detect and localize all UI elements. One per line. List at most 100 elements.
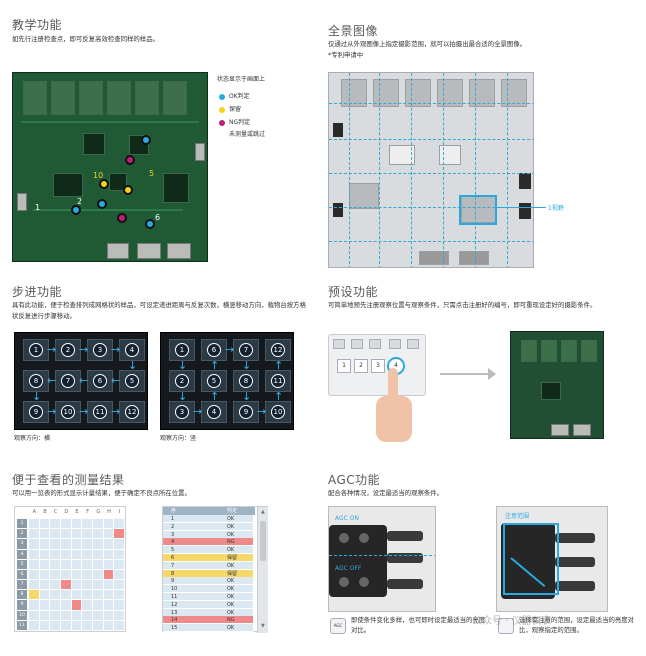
preset-title: 预设功能 [328,285,379,299]
row-header: 11 [17,620,27,630]
finger-icon [374,368,414,446]
agc-title: AGC功能 [328,473,381,487]
arrow-up-icon: ↑ [210,390,220,403]
grid-cell [39,519,51,530]
step-title: 步进功能 [12,285,63,299]
toolbar-button[interactable] [333,339,345,349]
grid-cell [103,559,115,570]
step-number: 4 [125,343,139,357]
step-number: 2 [175,374,189,388]
ng-marker [117,213,127,223]
ng-dot-icon [219,119,225,126]
grid-cell [82,569,93,581]
grid-cell [93,600,104,611]
grid-cell [71,529,83,540]
row-header: 2 [17,529,27,539]
grid-cell [61,529,72,540]
row-header: 3 [17,539,27,549]
grid-cell [103,549,115,560]
step-number: 12 [271,343,285,357]
grid-cell [82,559,93,570]
marker-number: 6 [155,213,161,222]
grid-cell [103,539,115,550]
scroll-up-icon[interactable]: ▲ [261,509,265,515]
grid-cell [39,590,51,601]
grid-cell [71,620,83,631]
grid-cell [93,559,104,570]
step-number: 1 [29,343,43,357]
grid-cell [93,549,104,560]
arrow-down-icon: ↓ [178,359,188,372]
preset-pcb-image [510,331,604,439]
toolbar-button[interactable] [351,339,363,349]
preset-button-2[interactable]: 2 [354,359,368,373]
step-number: 5 [125,374,139,388]
grid-cell [61,590,72,601]
preset-desc: 可简单地预先注册观察位置与观察条件，只需点击注册好的编号，即可重现设定好的摄影条… [328,301,597,309]
grid-cell [50,559,61,570]
column-header: A [32,509,37,515]
grid-cell [61,539,72,550]
grid-cell [61,610,72,621]
step-number: 10 [61,405,75,419]
results-title: 便于查看的测量结果 [12,473,125,487]
grid-cell [103,600,115,611]
column-header: E [75,509,79,515]
grid-cell [103,590,115,601]
scroll-thumb[interactable] [260,521,266,561]
grid-cell [71,539,83,550]
row-header: 10 [17,610,27,620]
grid-cell [114,569,125,581]
ng-marker [125,155,135,165]
grid-cell [39,620,51,631]
step-number: 4 [207,405,221,419]
ok-dot-icon [219,93,225,100]
scroll-down-icon[interactable]: ▼ [261,623,265,629]
preset-button-3[interactable]: 3 [371,359,385,373]
list-scrollbar[interactable]: ▲ ▼ [257,507,268,633]
toolbar-button[interactable] [389,339,401,349]
legend-hold: 保留 [219,104,241,113]
grid-cell [114,519,125,530]
grid-cell [50,590,61,601]
marker-number: 2 [77,197,83,206]
caption-horizontal: 观察方向：横 [14,435,51,442]
view-pointer-line [496,207,546,208]
agc-icon: AGC [330,618,346,634]
grid-cell [71,580,83,591]
grid-cell [50,580,61,591]
step-number: 3 [93,343,107,357]
grid-cell [50,569,61,581]
preset-button-1[interactable]: 1 [337,359,351,373]
grid-cell [39,600,51,611]
grid-cell [93,620,104,631]
agc-desc: 配合各种情况，设定最适当的观察条件。 [328,489,444,497]
toolbar-button[interactable] [369,339,381,349]
toolbar-button[interactable] [407,339,419,349]
legend-ng: NG判定 [219,117,250,126]
list-header: 序 判定 [163,507,255,515]
grid-cell [39,569,51,581]
grid-cell [29,519,40,530]
ok-marker [145,219,155,229]
row-header: 9 [17,600,27,610]
arrow-left-icon: ← [79,374,89,387]
grid-cell [114,610,125,621]
grid-cell [50,600,61,611]
